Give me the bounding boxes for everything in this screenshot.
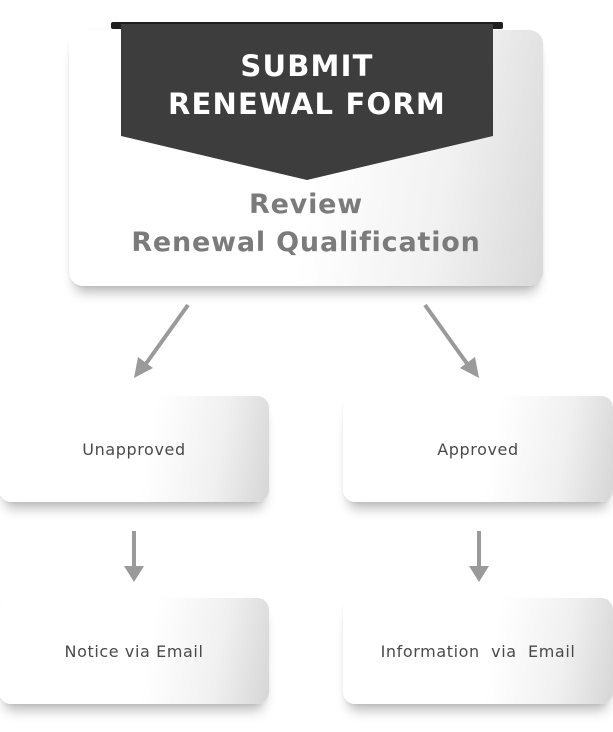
banner-shape xyxy=(121,24,493,180)
review-line-1: Review xyxy=(248,189,363,220)
banner-title: SUBMIT RENEWAL FORM xyxy=(121,47,493,123)
approved-card: Approved xyxy=(343,396,613,502)
arrow-to-notice xyxy=(124,531,144,582)
arrow-to-approved xyxy=(423,303,479,378)
notice-via-email-label: Notice via Email xyxy=(64,641,204,661)
submit-renewal-banner: SUBMIT RENEWAL FORM xyxy=(121,24,493,180)
information-via-email-card: Information via Email xyxy=(343,598,613,704)
information-via-email-label: Information via Email xyxy=(380,641,576,661)
arrow-to-unapproved xyxy=(134,303,190,378)
arrow-to-information xyxy=(469,531,489,582)
unapproved-label: Unapproved xyxy=(82,439,186,459)
banner-line-1: SUBMIT xyxy=(240,49,374,83)
unapproved-card: Unapproved xyxy=(0,396,269,502)
review-step-text: Review Renewal Qualification xyxy=(69,186,543,262)
review-line-2: Renewal Qualification xyxy=(131,227,481,258)
notice-via-email-card: Notice via Email xyxy=(0,598,269,704)
approved-label: Approved xyxy=(437,439,519,459)
banner-line-2: RENEWAL FORM xyxy=(168,87,446,121)
